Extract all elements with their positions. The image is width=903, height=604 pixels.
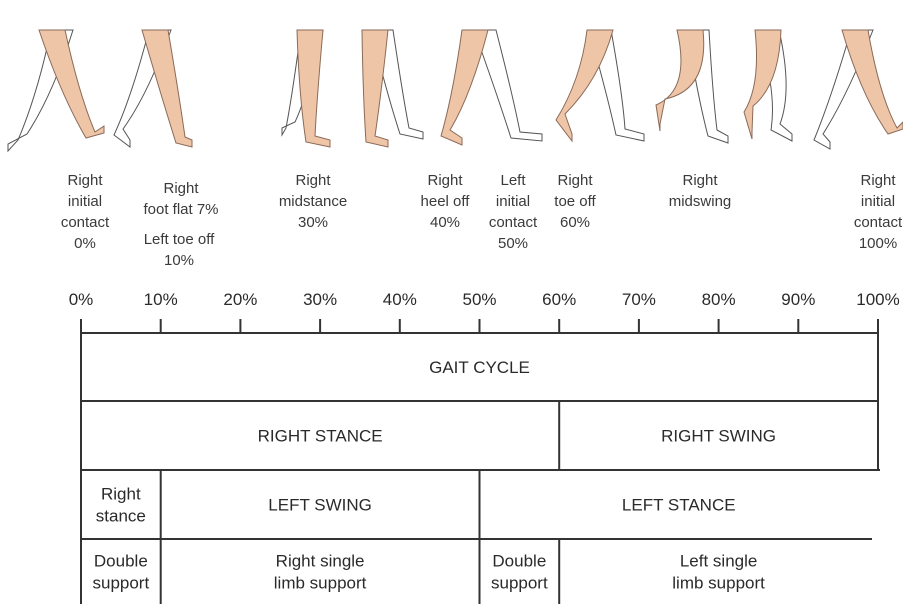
axis-tick-label: 100% (856, 290, 899, 309)
gait-event-line: initial (496, 193, 530, 210)
gait-event-line: midstance (279, 193, 347, 210)
phase-label: Left single limb support (672, 552, 765, 593)
phase-label: RIGHT STANCE (258, 427, 383, 446)
phase-table: GAIT CYCLE RIGHT STANCE RIGHT SWING Right st… (81, 333, 880, 604)
phase-label-line: Left single (680, 552, 758, 571)
gait-event-line: contact (854, 214, 903, 231)
gait-event-line: 100% (859, 235, 897, 252)
gait-event-line: Right (163, 180, 199, 197)
gait-event-label: Right toe off 60% (554, 172, 596, 231)
gait-event-line: initial (68, 193, 102, 210)
leg-illustrations (8, 30, 903, 151)
gait-event-line: 10% (164, 252, 194, 269)
gait-event-line: toe off (554, 193, 596, 210)
phase-label-line: support (92, 574, 149, 593)
axis-tick-label: 10% (144, 290, 178, 309)
leg-figure (744, 30, 792, 141)
phase-label: Right single limb support (274, 552, 367, 593)
gait-event-line: 60% (560, 214, 590, 231)
phase-label-line: limb support (274, 574, 367, 593)
gait-event-label: Right initial contact 100% (854, 172, 903, 252)
leg-figure (362, 30, 423, 147)
gait-event-line: Right (557, 172, 593, 189)
axis-tick-label: 80% (702, 290, 736, 309)
phase-label-line: limb support (672, 574, 765, 593)
phase-label-line: LEFT STANCE (622, 496, 736, 515)
phase-row: Right stance LEFT SWING LEFT STANCE (81, 470, 880, 539)
phase-label: GAIT CYCLE (429, 358, 530, 377)
phase-label-line: Right single (276, 552, 365, 571)
axis-tick-label: 0% (69, 290, 94, 309)
leg-figure (656, 30, 728, 143)
gait-event-line: foot flat 7% (143, 201, 218, 218)
gait-event-line: Right (860, 172, 896, 189)
gait-event-line: 40% (430, 214, 460, 231)
phase-row: GAIT CYCLE (81, 333, 878, 401)
leg-figure (114, 30, 192, 147)
phase-label-line: Double (94, 552, 148, 571)
gait-event-line: 50% (498, 235, 528, 252)
gait-event-label: Right foot flat 7% (143, 180, 218, 218)
gait-event-line: Right (295, 172, 331, 189)
gait-event-line: initial (861, 193, 895, 210)
axis-tick-label: 50% (462, 290, 496, 309)
gait-event-line: Left toe off (144, 231, 215, 248)
gait-event-line: contact (489, 214, 538, 231)
axis-tick-label: 20% (223, 290, 257, 309)
gait-event-label: Right heel off 40% (421, 172, 471, 231)
gait-event-line: 30% (298, 214, 328, 231)
gait-event-line: Left (500, 172, 526, 189)
gait-event-line: midswing (669, 193, 732, 210)
phase-label-line: Double (492, 552, 546, 571)
gait-event-label: Left toe off 10% (144, 231, 215, 269)
leg-figure (282, 30, 330, 147)
phase-label: RIGHT SWING (661, 427, 776, 446)
leg-figure (556, 30, 644, 141)
phase-label-line: LEFT SWING (268, 496, 372, 515)
phase-label: Double support (92, 552, 149, 593)
leg-figure (814, 30, 903, 149)
leg-figure (441, 30, 542, 145)
gait-event-labels: Right initial contact 0% Right foot flat 7% Le… (61, 172, 903, 269)
axis-tick-label: 60% (542, 290, 576, 309)
phase-label-line: Right (101, 485, 141, 504)
axis-tick-label: 90% (781, 290, 815, 309)
phase-label: Double support (491, 552, 548, 593)
axis-tick-label: 40% (383, 290, 417, 309)
gait-event-line: heel off (421, 193, 471, 210)
phase-label-line: support (491, 574, 548, 593)
percent-axis: 0% 10% 20% 30% 40% 50% 60% 70% 80% 90% 100% (69, 290, 900, 333)
phase-label-line: stance (96, 507, 146, 526)
gait-event-label: Left initial contact 50% (489, 172, 538, 252)
phase-label: Right stance (96, 485, 146, 526)
phase-label: LEFT STANCE (622, 496, 736, 515)
leg-figure (8, 30, 104, 151)
phase-label-line: RIGHT STANCE (258, 427, 383, 446)
gait-event-line: Right (682, 172, 718, 189)
gait-event-label: Right initial contact 0% (61, 172, 110, 252)
gait-event-line: Right (427, 172, 463, 189)
phase-label-line: RIGHT SWING (661, 427, 776, 446)
gait-event-label: Right midstance 30% (279, 172, 347, 231)
gait-event-line: Right (67, 172, 103, 189)
phase-label-line: GAIT CYCLE (429, 358, 530, 377)
axis-tick-label: 70% (622, 290, 656, 309)
gait-event-line: contact (61, 214, 110, 231)
phase-row: RIGHT STANCE RIGHT SWING (81, 401, 878, 470)
gait-event-line: 0% (74, 235, 96, 252)
phase-label: LEFT SWING (268, 496, 372, 515)
phase-row: Double support Right single limb support Dou… (81, 539, 872, 604)
axis-tick-label: 30% (303, 290, 337, 309)
gait-event-label: Right midswing (669, 172, 732, 210)
